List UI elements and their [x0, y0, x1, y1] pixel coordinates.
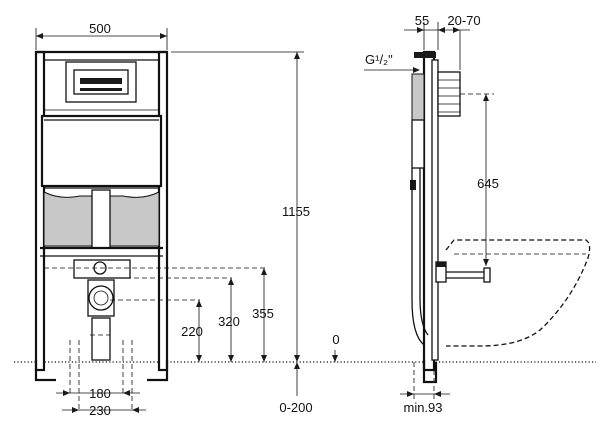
dim-0-200-label: 0-200: [279, 400, 312, 415]
flush-pipe: [411, 168, 425, 346]
right-foot: [147, 360, 169, 382]
toilet-bowl-outline: [445, 239, 591, 347]
water-inlet-label: G¹/₂": [365, 52, 393, 67]
cistern: [40, 114, 163, 188]
dim-height: 1155: [171, 51, 310, 362]
height-label: 1155: [282, 204, 310, 219]
left-foot: [34, 360, 56, 382]
side-view: [410, 50, 591, 400]
water-inlet-callout: G¹/₂": [364, 52, 420, 73]
frame-right-rail: [157, 50, 169, 372]
dim-180: 180: [56, 386, 140, 401]
dim-55-label: 55: [415, 13, 429, 28]
dim-645: 645: [460, 93, 499, 266]
dim-230-label: 230: [89, 403, 111, 418]
width-label: 500: [89, 21, 111, 36]
dim-0-label: 0: [332, 332, 339, 347]
cistern-lower-body: [43, 191, 93, 247]
side-foot: [422, 360, 438, 384]
dim-min93: min.93: [400, 391, 450, 415]
dim-220: 220: [181, 300, 203, 362]
dim-320: 320: [218, 278, 240, 362]
dim-width: 500: [35, 21, 168, 50]
dim-180-label: 180: [89, 386, 111, 401]
front-view: [34, 50, 265, 412]
dim-355: 355: [252, 268, 274, 362]
dim-230: 230: [62, 403, 146, 418]
side-cistern: [411, 73, 425, 121]
dim-355-label: 355: [252, 306, 274, 321]
dim-20-70-label: 20-70: [447, 13, 480, 28]
wall-bracket: [437, 71, 461, 117]
dim-floor-adjust: 0 0-200: [279, 332, 339, 415]
dim-645-label: 645: [477, 176, 499, 191]
dim-320-label: 320: [218, 314, 240, 329]
frame-left-rail: [34, 50, 46, 372]
dim-220-label: 220: [181, 324, 203, 339]
dim-min93-label: min.93: [403, 400, 442, 415]
dim-side-top: 55 20-70: [404, 13, 481, 70]
